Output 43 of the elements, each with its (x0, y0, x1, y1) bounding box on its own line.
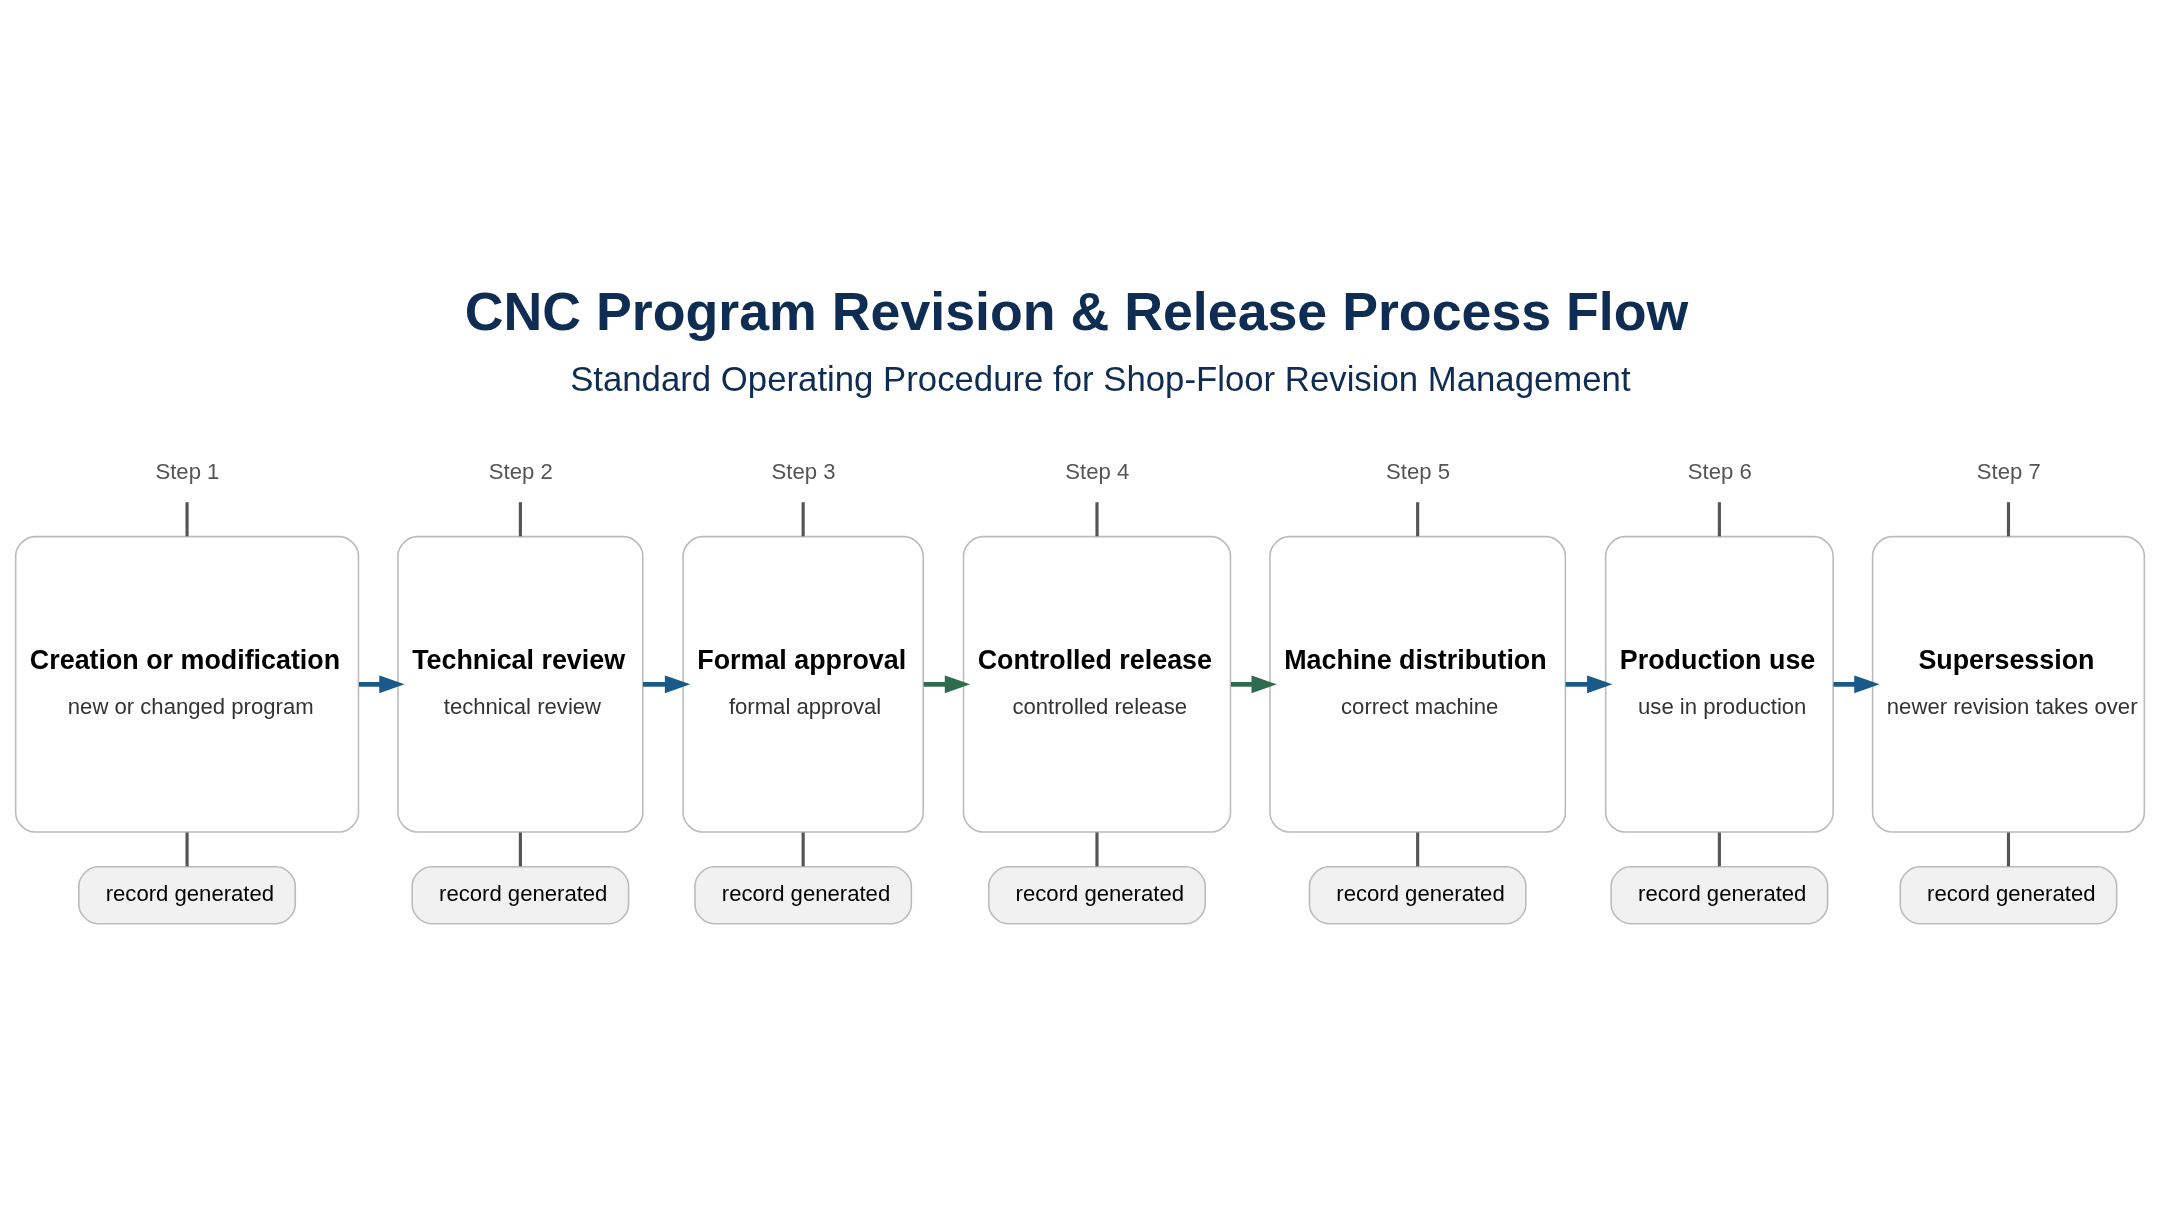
connector (518, 832, 522, 867)
connector (1717, 832, 1721, 867)
node-box: record generated (1308, 866, 1527, 925)
node-box: record generated (694, 866, 913, 925)
connector (2006, 832, 2011, 867)
connector (518, 502, 522, 537)
connector (801, 502, 805, 537)
arrow (1833, 675, 1880, 694)
node-box: Production use use in production (1604, 535, 1834, 833)
arrow (1231, 675, 1277, 694)
node-text: Step 4 (1065, 459, 1130, 485)
node-box: Technical review technical review (397, 535, 644, 833)
node-box: record generated (1610, 866, 1829, 925)
node-text: Step 1 (155, 459, 220, 485)
connector (1095, 502, 1099, 537)
connector (1416, 832, 1420, 867)
diagram-title: CNC Program Revision & Release Process Flow (464, 281, 1689, 342)
node-text: Step 2 (488, 459, 553, 485)
node-text: Step 7 (1976, 459, 2041, 485)
connector (1095, 832, 1099, 867)
node-text: Step 3 (771, 459, 836, 485)
node-box: Supersession newer revision takes over (1871, 535, 2146, 833)
connector (801, 832, 805, 867)
node-text: Step 5 (1386, 459, 1450, 485)
connector (2006, 502, 2011, 537)
node-box: Controlled release controlled release (962, 535, 1232, 833)
node-box: record generated (411, 866, 630, 925)
connector (1717, 502, 1721, 537)
arrow (1565, 675, 1613, 694)
node-box: Formal approval formal approval (682, 535, 924, 833)
node-box: Creation or modification new or changed program (14, 535, 360, 833)
connector (185, 832, 189, 867)
node-box: record generated (1899, 866, 2118, 925)
label: Standard Operating Procedure for Shop-Floor Revision Management (570, 359, 1631, 398)
node-text: Step 6 (1687, 459, 1752, 485)
arrow (643, 675, 691, 694)
node-box: Machine distribution correct machine (1269, 535, 1567, 833)
arrow (923, 675, 971, 694)
connector (1416, 502, 1420, 537)
node-box: record generated (78, 866, 297, 925)
connector (185, 502, 189, 537)
arrow (358, 675, 405, 694)
node-box: record generated (988, 866, 1206, 925)
